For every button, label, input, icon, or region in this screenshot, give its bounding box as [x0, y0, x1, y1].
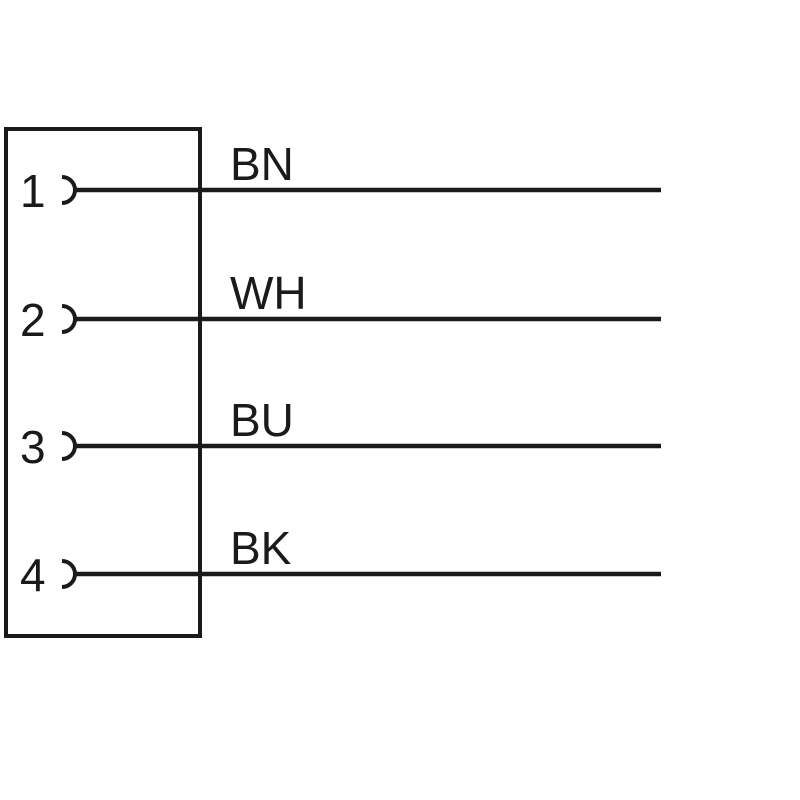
wire-label-4: BK: [230, 522, 292, 574]
pin-row-2: 2 WH: [20, 267, 661, 346]
socket-arc-icon-4: [61, 559, 77, 589]
socket-arc-icon-1: [61, 175, 77, 205]
socket-arc-icon-2: [61, 304, 77, 334]
pin-number-2: 2: [20, 294, 46, 346]
connector-housing-outline: [4, 127, 202, 638]
wire-label-3: BU: [230, 394, 294, 446]
pin-row-4: 4 BK: [20, 522, 661, 601]
wire-label-1: BN: [230, 138, 294, 190]
wire-label-2: WH: [230, 267, 307, 319]
pin-row-3: 3 BU: [20, 394, 661, 473]
pin-row-1: 1 BN: [20, 138, 661, 217]
socket-arc-icon-3: [61, 431, 77, 461]
pin-number-3: 3: [20, 421, 46, 473]
pin-number-4: 4: [20, 549, 46, 601]
pin-number-1: 1: [20, 165, 46, 217]
